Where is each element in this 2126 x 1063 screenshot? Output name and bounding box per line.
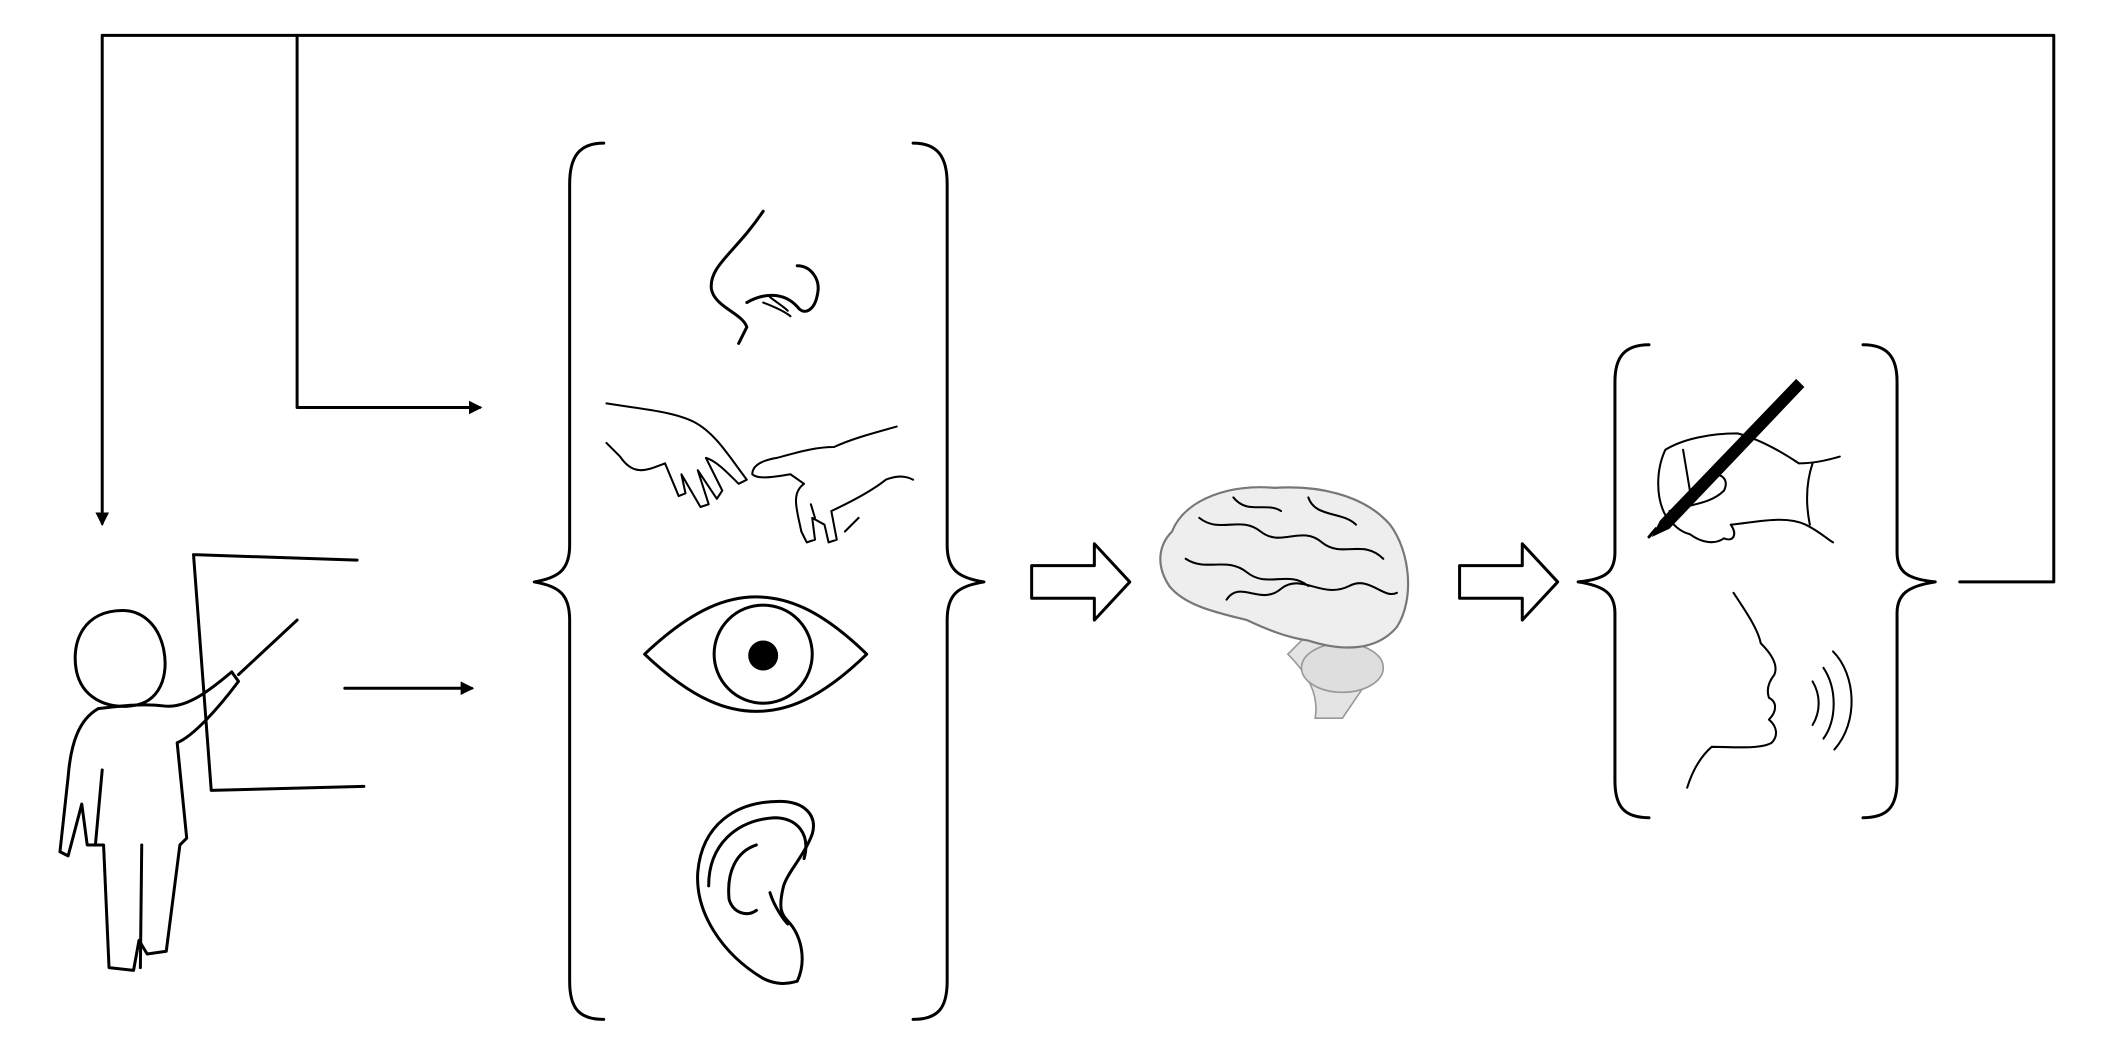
output-brace-right [1861,343,1937,820]
writing-hand-icon [1647,378,1841,544]
senses-brace-left [532,141,606,1021]
output-brace-left [1576,343,1651,820]
teacher-icon [58,553,366,972]
senses-brace-right [911,141,986,1021]
touching-hands-icon [605,402,915,544]
nose-icon [709,209,820,345]
arrow-brain-to-output [1458,542,1560,622]
whiteboard-icon [192,553,366,792]
speaking-face-icon [1686,591,1853,789]
feedback-loop-connector [95,33,2056,584]
brain-icon [1159,486,1410,720]
arrow-down-to-teacher [95,33,299,527]
arrow-senses-to-brain [1030,542,1132,622]
eye-icon [643,595,869,713]
ear-icon [696,799,815,985]
